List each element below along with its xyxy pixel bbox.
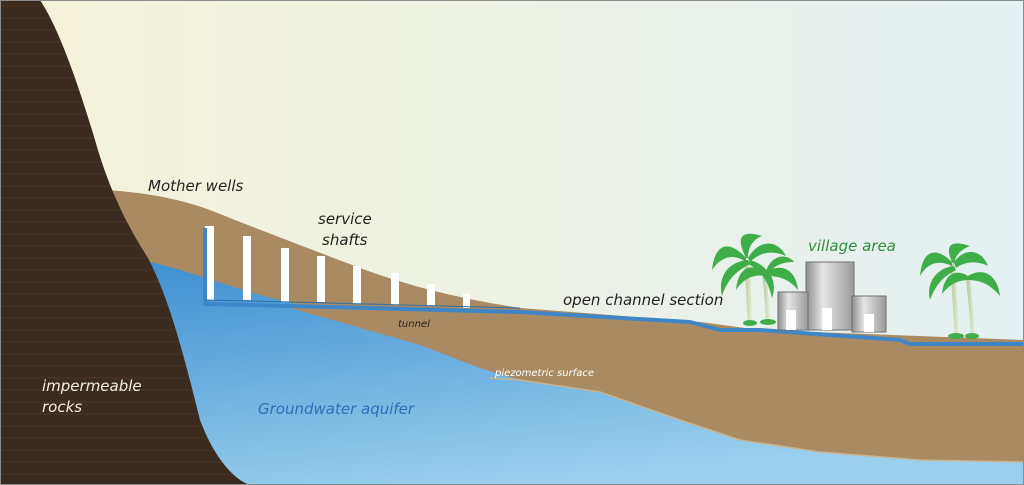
door-icon xyxy=(786,310,796,330)
shaft xyxy=(243,236,251,300)
impermeable-rock xyxy=(0,0,250,485)
palm-leaves-icon xyxy=(712,233,798,298)
village-area-label: village area xyxy=(808,237,896,255)
open-channel-section-label: open channel section xyxy=(563,291,723,309)
groundwater-aquifer-label: Groundwater aquifer xyxy=(258,400,415,418)
door-icon xyxy=(822,308,832,330)
palm-trees-left xyxy=(712,233,798,326)
palm-leaves-icon xyxy=(920,243,1000,300)
shaft xyxy=(281,248,289,302)
door-icon xyxy=(864,314,874,332)
piezometric-surface-label: piezometric surface xyxy=(494,368,594,379)
palm-trunk xyxy=(762,272,770,322)
shaft xyxy=(391,273,399,305)
shaft xyxy=(205,226,214,300)
shaft xyxy=(463,294,470,308)
impermeable-rocks-label-line1: impermeable xyxy=(42,377,142,395)
shaft xyxy=(317,256,325,302)
palm-trunk xyxy=(966,278,975,336)
village-buildings xyxy=(777,261,887,333)
service-shafts xyxy=(205,226,470,308)
shrub-icon xyxy=(743,319,776,326)
tunnel-label: tunnel xyxy=(398,319,430,330)
piezometric-surface-line xyxy=(489,377,1024,463)
hill-soil xyxy=(105,190,520,312)
service-shafts-label-line2: shafts xyxy=(322,231,368,249)
mother-wells-label: Mother wells xyxy=(148,177,244,195)
tunnel-and-channel xyxy=(203,228,1024,346)
palm-trees-right xyxy=(920,243,1000,339)
shrub-icon xyxy=(948,333,979,339)
shaft xyxy=(427,284,435,306)
lowland-soil xyxy=(290,308,1024,462)
tunnel-outline xyxy=(204,299,521,309)
service-shafts-label-line1: service xyxy=(318,210,372,228)
shaft xyxy=(353,266,361,304)
impermeable-rocks-label-line2: rocks xyxy=(42,398,82,416)
